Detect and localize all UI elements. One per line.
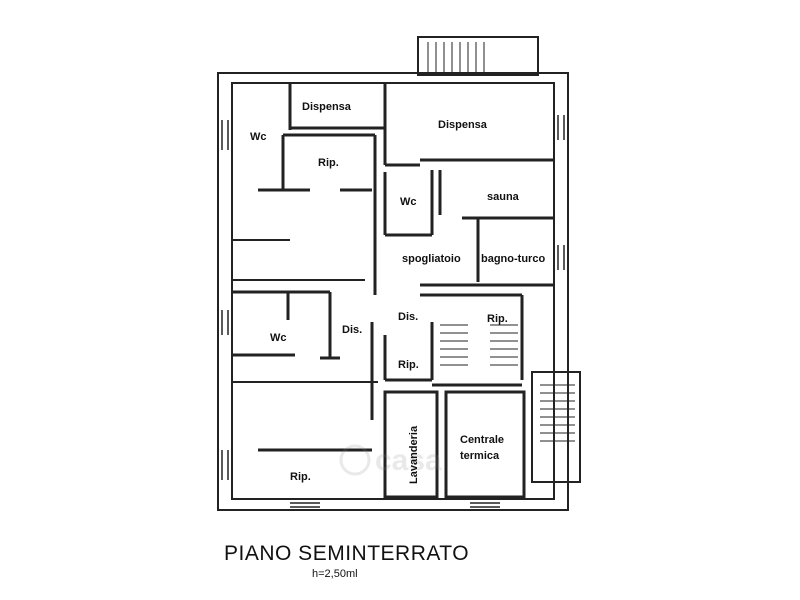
label-bagno-turco: bagno-turco	[481, 253, 545, 265]
room-labels: Dispensa Dispensa Wc Rip. Wc sauna spogl…	[250, 101, 545, 484]
label-centrale-line2: termica	[460, 450, 500, 462]
walls	[217, 36, 581, 511]
label-wc-center: Wc	[400, 196, 417, 208]
label-wc-top: Wc	[250, 131, 267, 143]
plan-title-text: PIANO SEMINTERRATO	[224, 542, 470, 565]
label-dis-center: Dis.	[398, 311, 418, 323]
watermark-text: casa	[375, 444, 442, 477]
label-centrale-line1: Centrale	[460, 434, 504, 446]
label-spogliatoio: spogliatoio	[402, 253, 461, 265]
label-rip-center: Rip.	[398, 359, 419, 371]
label-wc-mid: Wc	[270, 332, 287, 344]
label-dispensa-small: Dispensa	[302, 101, 352, 113]
label-rip-top: Rip.	[318, 157, 339, 169]
label-dispensa-large: Dispensa	[438, 119, 488, 131]
plan-height-note: h=2,50ml	[312, 568, 358, 580]
label-rip-stair: Rip.	[487, 313, 508, 325]
label-sauna: sauna	[487, 191, 520, 203]
label-dis-left: Dis.	[342, 324, 362, 336]
windows	[221, 115, 565, 508]
label-rip-bottom: Rip.	[290, 471, 311, 483]
label-lavanderia: Lavanderia	[408, 425, 420, 484]
watermark: casa	[339, 444, 442, 477]
stairs	[427, 42, 575, 442]
